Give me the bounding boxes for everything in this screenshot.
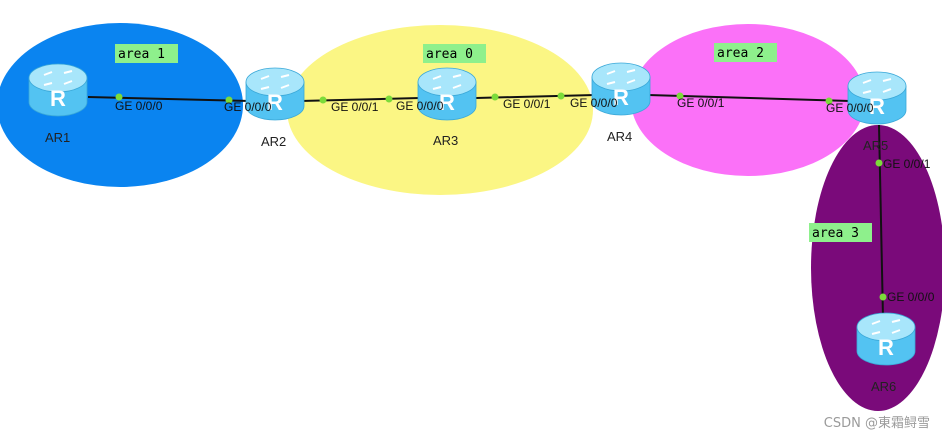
area-2-label: area 2 [714, 43, 777, 62]
area-3-label: area 3 [809, 223, 872, 242]
port-dot [491, 93, 499, 101]
port-label-ar5-ge0-0-0: GE 0/0/0 [826, 101, 874, 115]
port-dot [879, 293, 887, 301]
area-2-region [631, 24, 865, 176]
port-label-ar2-ge0-0-1: GE 0/0/1 [331, 100, 379, 114]
router-label-ar3: AR3 [433, 133, 458, 148]
port-dot [676, 92, 684, 100]
router-arrows-icon [43, 70, 73, 86]
router-icon-glyph: R [439, 90, 455, 115]
router-arrows-icon [432, 74, 462, 90]
router-top [856, 312, 916, 342]
router-label-ar4: AR4 [607, 129, 632, 144]
router-label-ar1: AR1 [45, 130, 70, 145]
port-label-ar4-ge0-0-0: GE 0/0/0 [570, 96, 618, 110]
port-dot [557, 92, 565, 100]
router-ar2[interactable]: R AR2 [245, 67, 305, 149]
router-top [591, 62, 651, 92]
port-labels: GE 0/0/0 GE 0/0/0 GE 0/0/1 GE 0/0/0 GE 0… [115, 96, 935, 304]
port-label-ar3-ge0-0-1: GE 0/0/1 [503, 97, 551, 111]
svg-text:area 3: area 3 [812, 226, 859, 241]
port-label-ar4-ge0-0-1: GE 0/0/1 [677, 96, 725, 110]
svg-text:area 1: area 1 [118, 47, 165, 62]
port-label-ar1-ge0-0-0: GE 0/0/0 [115, 99, 163, 113]
port-label-ar6-ge0-0-0: GE 0/0/0 [887, 290, 935, 304]
router-arrows-icon [871, 319, 901, 335]
router-icon-glyph: R [878, 335, 894, 360]
svg-text:area 0: area 0 [426, 47, 473, 62]
router-ar5[interactable]: R AR5 [847, 71, 907, 153]
router-top [28, 63, 88, 93]
router-icon-glyph: R [50, 86, 66, 111]
link-ar1-ar2 [87, 96, 251, 102]
router-arrows-icon [606, 69, 636, 85]
area-1-label: area 1 [115, 44, 178, 63]
router-ar3[interactable]: R AR3 [417, 67, 477, 148]
port-dots [115, 92, 887, 301]
router-top [245, 67, 305, 97]
area-0-label: area 0 [423, 44, 486, 63]
router-arrows-icon [260, 74, 290, 90]
port-dot [875, 159, 883, 167]
router-label-ar5: AR5 [863, 138, 888, 153]
router-ar4[interactable]: R AR4 [591, 62, 651, 144]
router-top [847, 71, 907, 101]
port-dot [825, 97, 833, 105]
port-dot [385, 95, 393, 103]
port-label-ar5-ge0-0-1: GE 0/0/1 [883, 157, 931, 171]
port-label-ar2-ge0-0-0: GE 0/0/0 [224, 100, 272, 114]
watermark: CSDN @東霜鲟雪 [823, 416, 930, 431]
port-dot [225, 96, 233, 104]
router-ar1[interactable]: R AR1 [28, 63, 88, 145]
svg-text:area 2: area 2 [717, 46, 764, 61]
router-label-ar2: AR2 [261, 134, 286, 149]
router-icon-glyph: R [613, 85, 629, 110]
link-ar5-ar6 [878, 124, 884, 319]
router-icon-glyph: R [869, 94, 885, 119]
router-label-ar6: AR6 [871, 379, 896, 394]
router-ar6[interactable]: R AR6 [856, 312, 916, 394]
router-arrows-icon [862, 78, 892, 94]
router-top [417, 67, 477, 97]
port-dot [319, 96, 327, 104]
port-dot [115, 93, 123, 101]
router-icon-glyph: R [267, 90, 283, 115]
port-label-ar3-ge0-0-0: GE 0/0/0 [396, 99, 444, 113]
